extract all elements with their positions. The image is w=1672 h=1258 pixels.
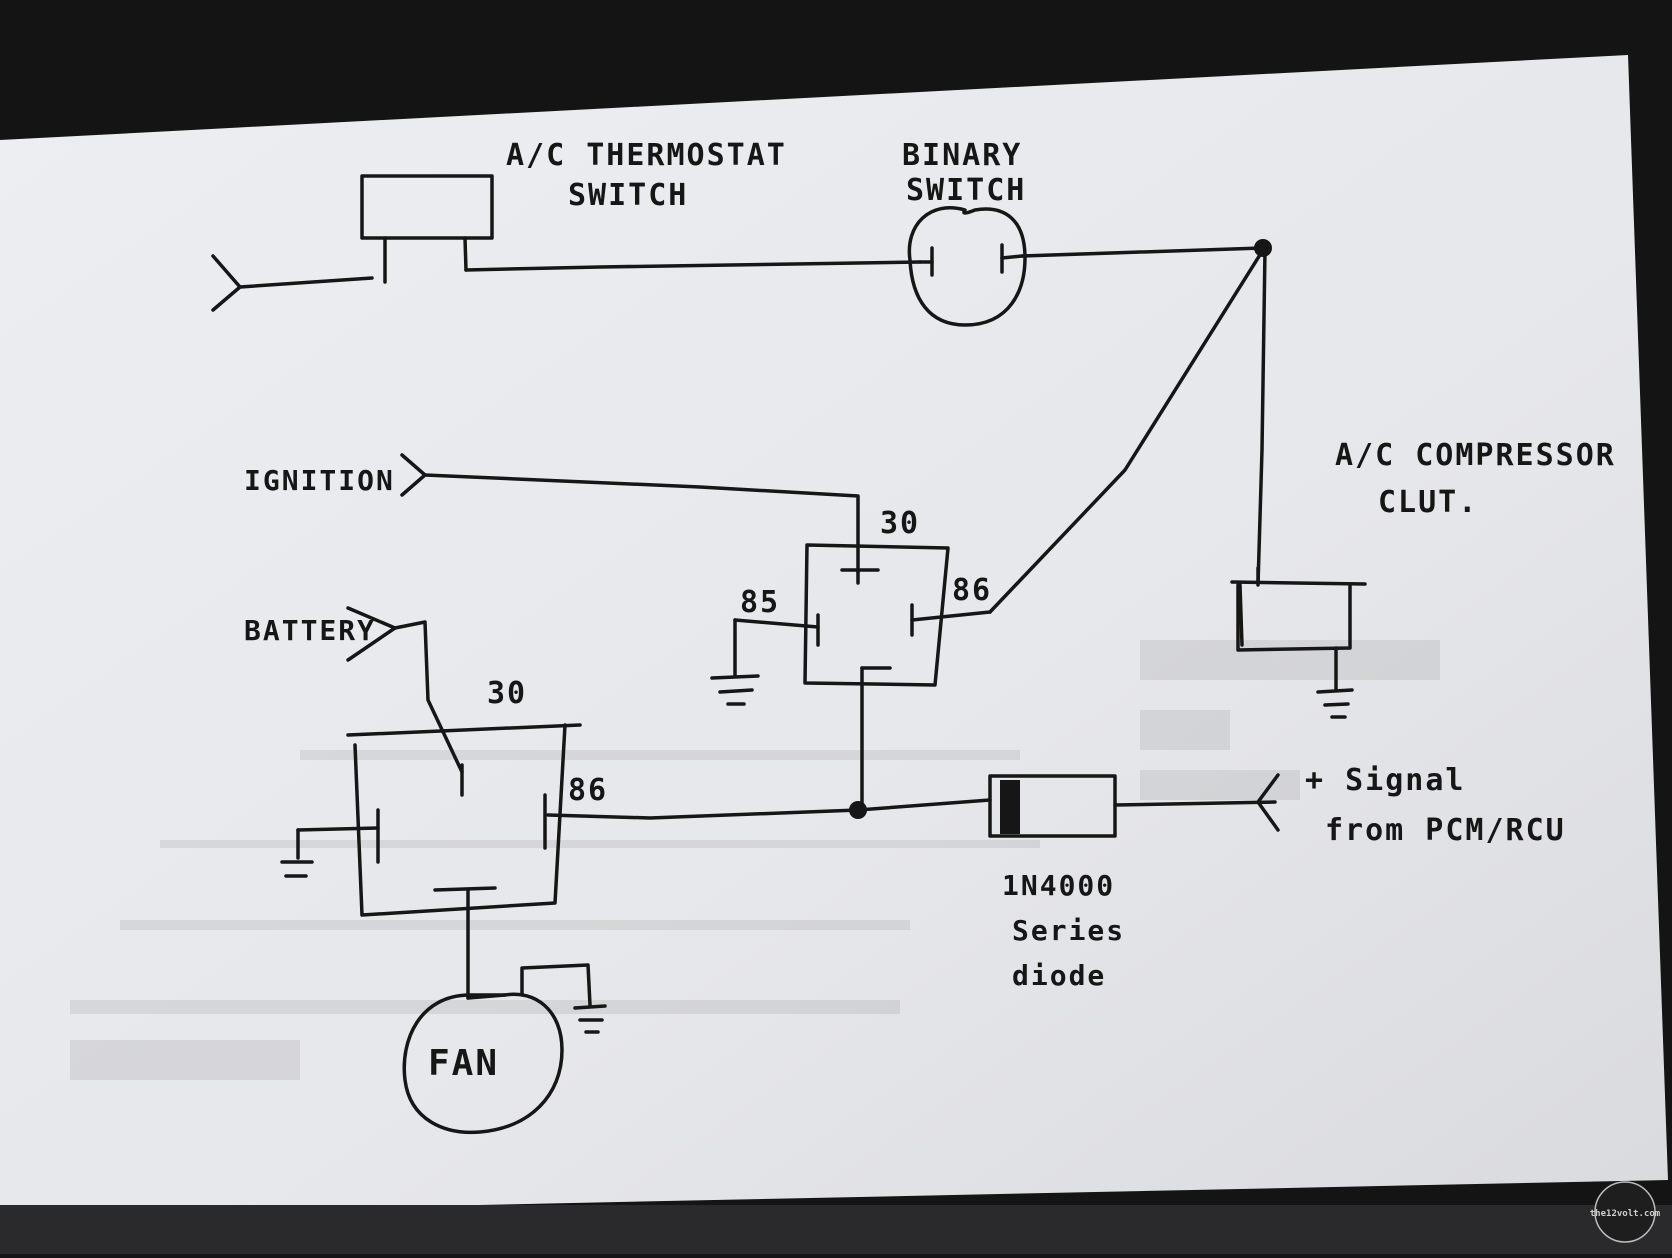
thermostat-label-line2: SWITCH <box>568 178 688 213</box>
signal-label-line2: from PCM/RCU <box>1325 813 1566 848</box>
relay-1 <box>710 543 992 810</box>
signal-label-line1: + Signal <box>1305 763 1466 798</box>
ignition-input <box>400 453 860 574</box>
relay1-pin30-label: 30 <box>880 506 920 541</box>
relay1-pin86-label: 86 <box>952 573 992 608</box>
paper-sheet <box>0 55 1668 1215</box>
binary-label-line2: SWITCH <box>906 173 1026 208</box>
fan-label: FAN <box>428 1043 499 1084</box>
wire-binary-to-junction <box>1020 246 1264 258</box>
bleed-through-marks <box>70 640 1440 1080</box>
wire-thermostat-to-binary <box>464 260 922 272</box>
compressor-label-line1: A/C COMPRESSOR <box>1335 438 1616 473</box>
ac-compressor-clutch <box>1230 566 1367 719</box>
relay2-pin30-label: 30 <box>487 676 527 711</box>
diode-label-line3: diode <box>1012 959 1106 992</box>
battery-input <box>346 606 464 774</box>
diode-label-line1: 1N4000 <box>1002 869 1115 902</box>
watermark-seal <box>1594 1181 1656 1243</box>
wire-junction-to-clutch <box>1256 248 1267 587</box>
thermostat-label-line1: A/C THERMOSTAT <box>506 138 787 173</box>
wire-relay2-86-to-diode <box>546 798 992 820</box>
binary-switch <box>907 206 1027 327</box>
ac-thermostat-switch <box>211 174 494 312</box>
fan-motor <box>402 963 607 1135</box>
junction-bottom <box>849 801 867 819</box>
diode-label-line2: Series <box>1012 914 1125 947</box>
junction-top <box>1254 239 1272 257</box>
wire-junction-to-relay1-86 <box>988 248 1265 614</box>
ignition-label: IGNITION <box>244 464 395 497</box>
watermark-text: the12volt.com <box>1590 1209 1661 1219</box>
battery-label: BATTERY <box>244 614 376 647</box>
relay1-pin85-label: 85 <box>740 585 780 620</box>
relay2-pin86-label: 86 <box>568 773 608 808</box>
diode-1n4000 <box>988 774 1277 838</box>
signal-input-connector <box>1256 773 1280 832</box>
binary-label-line1: BINARY <box>902 138 1022 173</box>
compressor-label-line2: CLUT. <box>1378 485 1478 520</box>
table-surface <box>0 1205 1672 1254</box>
